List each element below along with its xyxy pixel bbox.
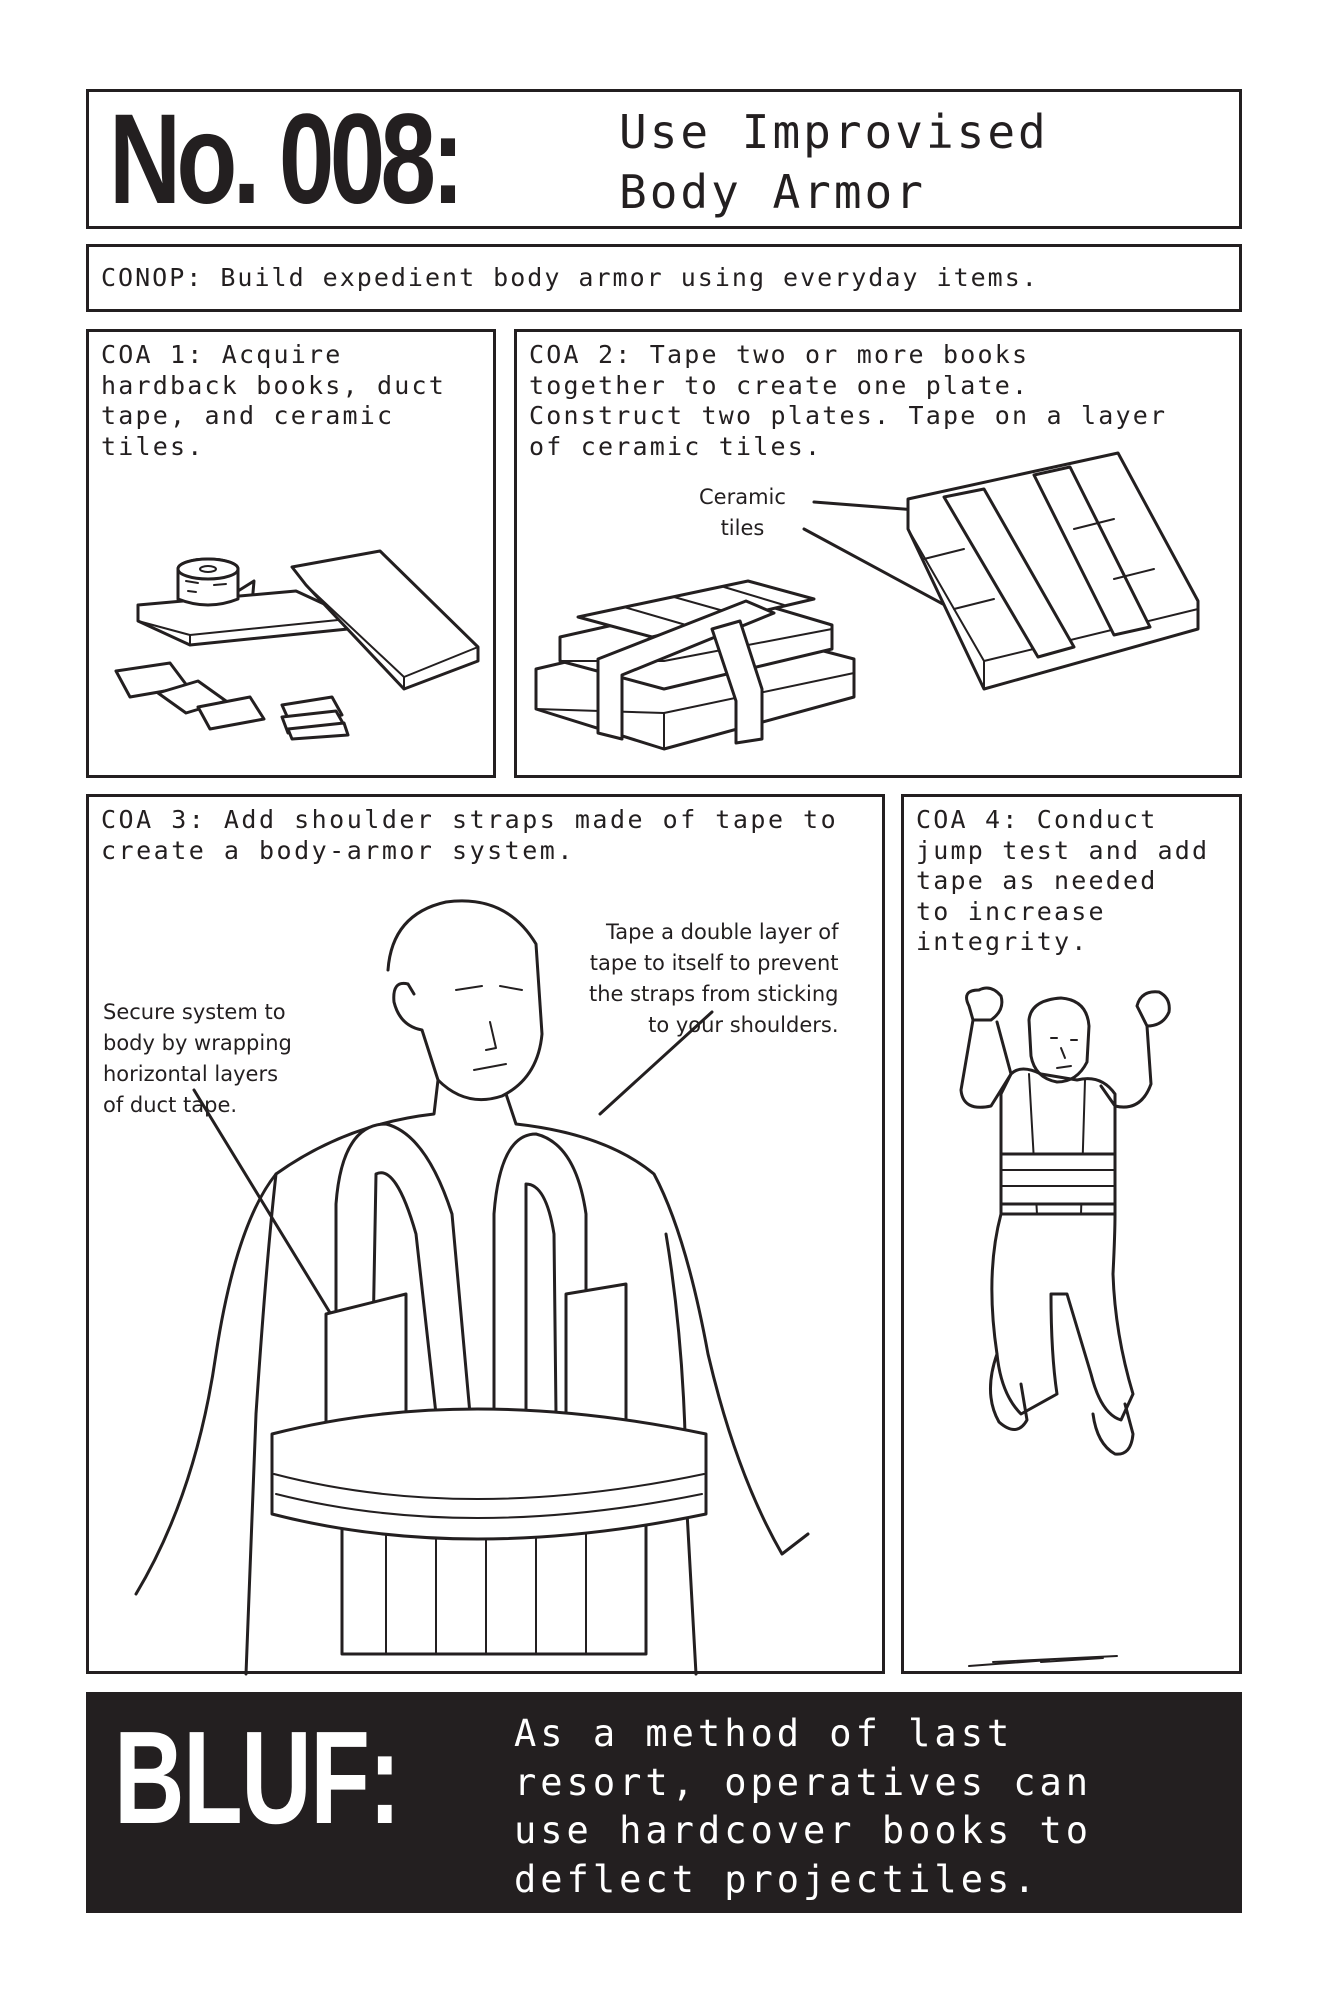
secure-system-callout: Secure system to body by wrapping horizo… [103,1000,292,1117]
panel-coa-2: COA 2: Tape two or more books together t… [514,329,1242,778]
book-plates-illustration [534,451,1200,751]
bluf-text: As a method of last resort, operatives c… [514,1712,1093,1901]
bluf-label: BLUF: [114,1704,401,1851]
coa-4-text: COA 4: Conduct jump test and add tape as… [916,805,1210,956]
panel-coa-4: COA 4: Conduct jump test and add tape as… [901,794,1242,1674]
double-layer-tape-callout: Tape a double layer of tape to itself to… [589,920,839,1037]
books-tape-tiles-illustration [114,549,480,741]
man-wearing-body-armor-illustration [134,899,810,1676]
panel-coa-1: COA 1: Acquire hardback books, duct tape… [86,329,496,778]
coa-3-text: COA 3: Add shoulder straps made of tape … [101,805,839,865]
title-line-2: Body Armor [619,165,926,219]
title-banner: No. 008: Use Improvised Body Armor [86,89,1242,229]
bluf-banner: BLUF: As a method of last resort, operat… [86,1692,1242,1913]
page-title: Use Improvised Body Armor [619,102,1049,222]
ceramic-tiles-callout: Ceramic tiles [699,485,786,540]
conop-text: CONOP: Build expedient body armor using … [101,263,1039,292]
coa-1-text: COA 1: Acquire hardback books, duct tape… [101,340,447,461]
jumping-man-illustration [959,986,1171,1667]
conop-box: CONOP: Build expedient body armor using … [86,244,1242,312]
entry-number: No. 008: [109,88,465,231]
panel-coa-3: COA 3: Add shoulder straps made of tape … [86,794,885,1676]
coa-2-text: COA 2: Tape two or more books together t… [529,340,1168,461]
title-line-1: Use Improvised [619,105,1049,159]
